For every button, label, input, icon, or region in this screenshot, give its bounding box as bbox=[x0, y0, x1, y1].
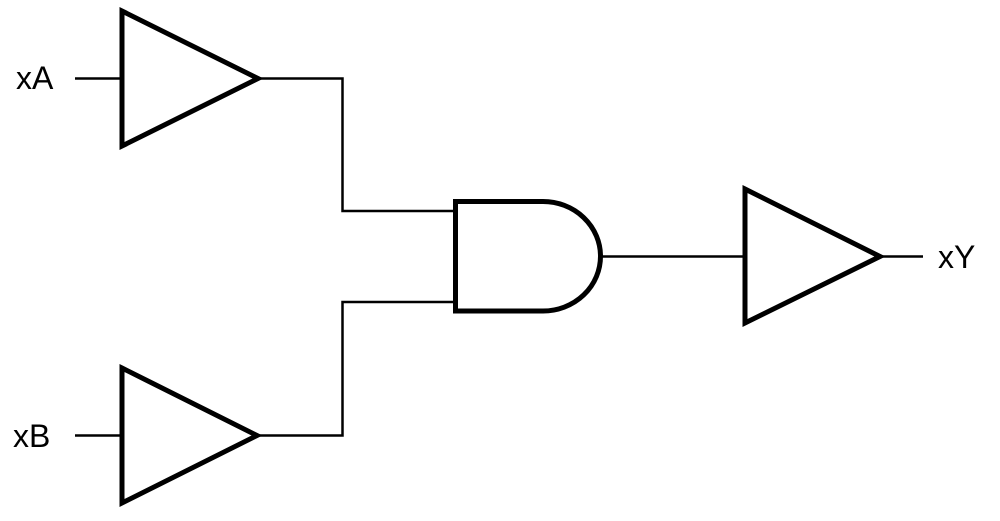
output-label-xy: xY bbox=[938, 239, 975, 275]
and-gate bbox=[453, 199, 603, 314]
wire-buffer-a-to-and bbox=[258, 77, 456, 213]
buffer-gate-b bbox=[119, 363, 263, 508]
input-label-xb: xB bbox=[13, 418, 50, 454]
buffer-gate-y bbox=[742, 184, 886, 328]
buffer-gate-a bbox=[119, 6, 264, 151]
input-label-xa: xA bbox=[16, 60, 54, 96]
wire-buffer-b-to-and bbox=[257, 300, 456, 437]
